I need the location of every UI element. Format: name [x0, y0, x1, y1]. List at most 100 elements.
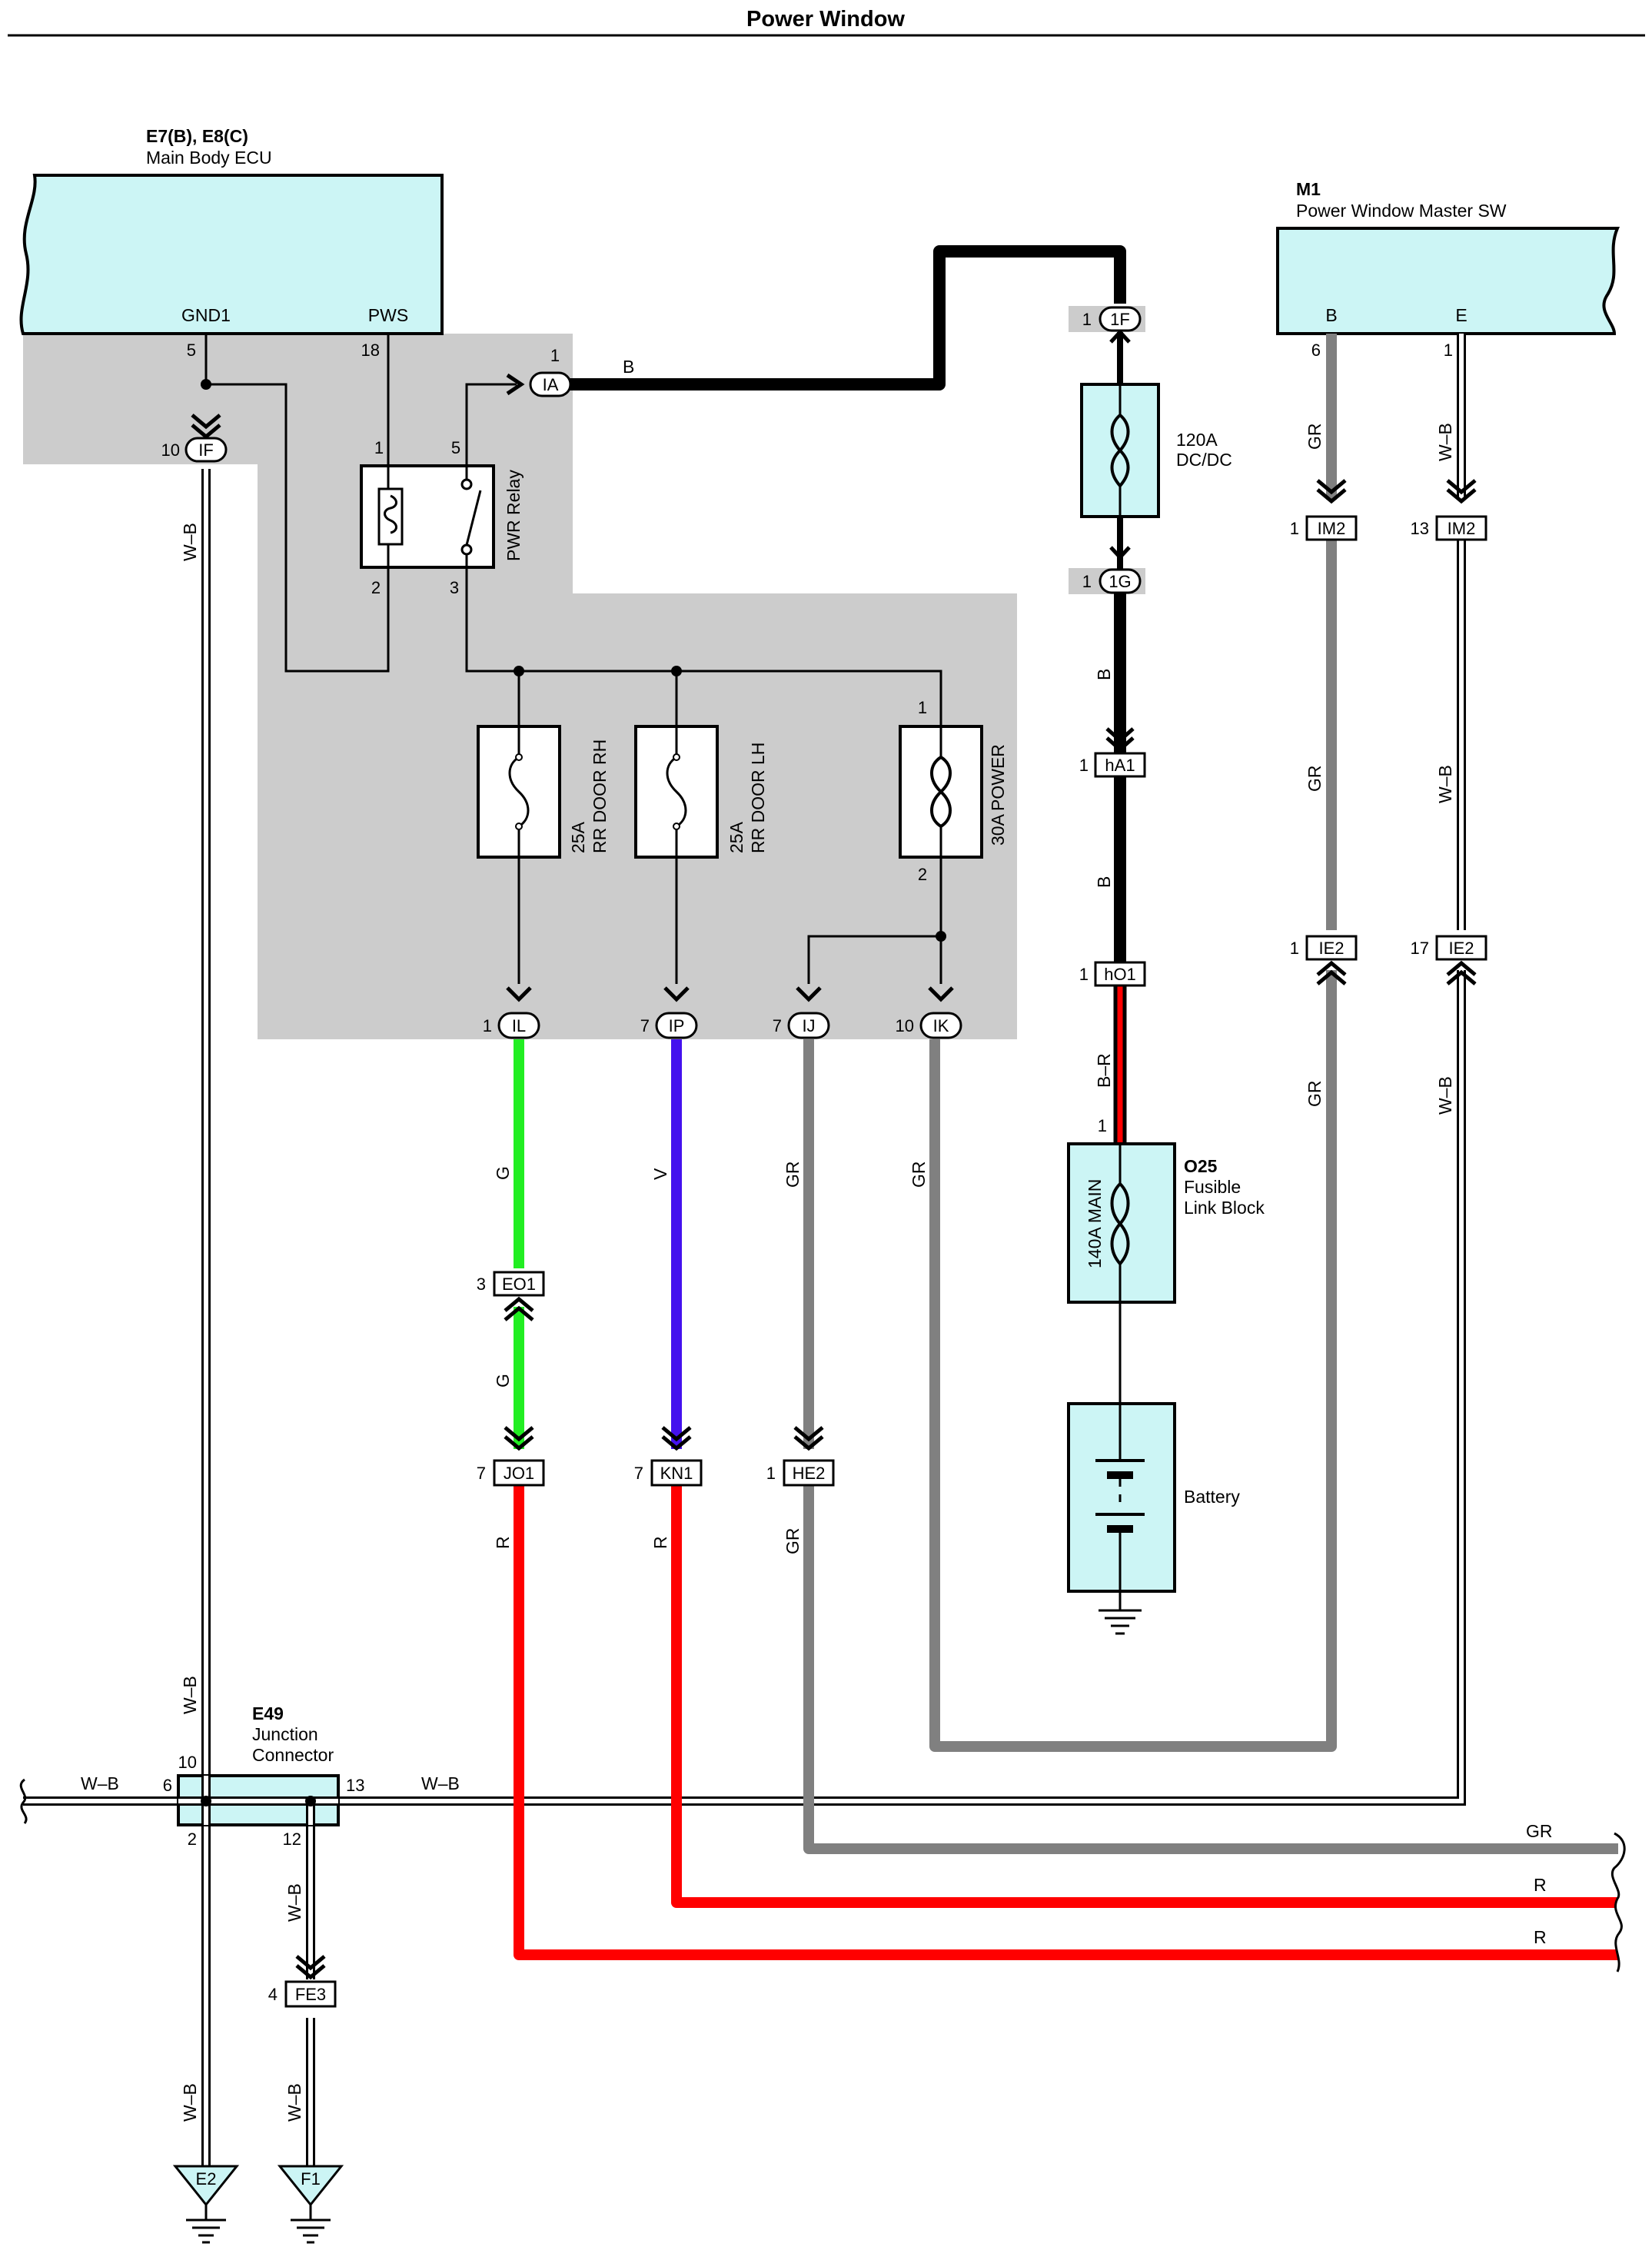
fuse-power-name: POWER [988, 744, 1008, 811]
connector-ij-pin: 7 [773, 1016, 782, 1035]
ground-f1-label: F1 [301, 2169, 321, 2189]
wire-label-wb-fe3: W–B [284, 1883, 304, 1922]
connector-ia-label: IA [543, 375, 559, 394]
wire-gr-ie2-to-ik [929, 970, 1337, 1752]
ecu-pin-no-18: 18 [361, 341, 380, 360]
wire-label-gr-out: GR [1526, 1821, 1553, 1841]
wire-label-r-jo1: R [493, 1536, 513, 1549]
connector-kn1-label: KN1 [660, 1464, 693, 1483]
wire-label-wb-m2: W–B [1435, 765, 1455, 803]
wire-label-wb-gnd1-1: W–B [180, 523, 200, 561]
connector-eo1-pin: 3 [477, 1275, 486, 1294]
e49-id: E49 [252, 1703, 284, 1723]
connector-ha1-label: hA1 [1105, 756, 1135, 775]
connector-jo1: JO1 7 [477, 1426, 545, 1487]
fuse-rr-door-lh: 25A RR DOOR LH [634, 725, 768, 859]
e49-pin-10: 10 [178, 1753, 197, 1772]
connector-il: IL 1 [483, 986, 540, 1039]
wire-label-gr-m1: GR [1305, 424, 1325, 450]
connector-ip: IP 7 [640, 986, 698, 1039]
fuse-30a-power: 1 2 30A POWER [899, 698, 1008, 884]
e49-pin-6: 6 [163, 1776, 172, 1795]
ecu-name: Main Body ECU [146, 148, 272, 168]
pwr-relay: 1 5 2 3 PWR Relay [360, 438, 524, 597]
fuse-rh-name: RR DOOR RH [590, 739, 610, 853]
connector-eo1: EO1 3 [477, 1271, 545, 1321]
ground-f1-icon [291, 2205, 331, 2244]
wire-gr-he2-out [803, 1485, 1618, 1854]
connector-ia-pin: 1 [550, 346, 560, 365]
wire-label-gr-m3: GR [1305, 1081, 1325, 1108]
master-sw-pin-e: E [1455, 305, 1467, 325]
connector-ie2a-pin: 1 [1290, 939, 1299, 958]
fuse-power-pin-1: 1 [918, 698, 927, 717]
relay-name: PWR Relay [504, 470, 524, 561]
wire-label-r-kn1: R [650, 1536, 670, 1549]
connector-ij-label: IJ [802, 1016, 815, 1035]
wire-label-b-2: B [1094, 876, 1114, 888]
ground-point-e2: E2 [172, 2165, 240, 2244]
connector-im2b-label: IM2 [1448, 519, 1476, 538]
connector-1f-label: 1F [1110, 310, 1130, 329]
ecu-pin-gnd1: GND1 [181, 305, 231, 325]
wire-label-wb-m1: W–B [1435, 423, 1455, 461]
power-window-master-sw: M1 Power Window Master SW B E 6 1 [1276, 179, 1620, 360]
connector-eo1-label: EO1 [502, 1275, 536, 1294]
junction-connector-e49: E49 Junction Connector 10 6 13 2 12 [163, 1703, 365, 1849]
connector-im2-wb: IM2 13 [1411, 479, 1487, 541]
wire-label-wb-right: W–B [421, 1773, 460, 1793]
wire-label-r-out1: R [1534, 1875, 1547, 1895]
wire-label-wb-gnd1-2: W–B [180, 1676, 200, 1714]
wire-label-gr-he2: GR [783, 1528, 803, 1555]
wire-label-br: B–R [1094, 1053, 1114, 1088]
fuse-120a-dcdc: 120A DC/DC [1080, 383, 1232, 518]
master-sw-pin-b: B [1325, 305, 1337, 325]
connector-ip-label: IP [669, 1016, 685, 1035]
connector-ie2a-label: IE2 [1318, 939, 1344, 958]
battery: Battery [1067, 1402, 1240, 1593]
fuse-power-rating: 30A [988, 813, 1008, 846]
battery-label: Battery [1184, 1487, 1240, 1507]
connector-jo1-label: JO1 [504, 1464, 534, 1483]
bus-dot-rh [514, 666, 524, 676]
connector-ie2b-label: IE2 [1448, 939, 1474, 958]
ground-e2-label: E2 [196, 2169, 217, 2189]
wire-label-b-ia: B [623, 357, 634, 377]
main-body-ecu: E7(B), E8(C) Main Body ECU GND1 PWS 5 18 [19, 126, 444, 360]
connector-if-pin: 10 [161, 440, 180, 460]
e49-name1: Junction [252, 1724, 318, 1744]
ecu-pin-no-5: 5 [187, 341, 196, 360]
relay-pin-3: 3 [450, 578, 459, 597]
connector-1g-pin: 1 [1082, 572, 1092, 591]
fusible-link-id: O25 [1184, 1156, 1218, 1176]
wire-br-ho1-to-fusible-link [1113, 985, 1127, 1144]
ecu-pin-pws: PWS [368, 305, 408, 325]
relay-pin-1: 1 [374, 438, 384, 457]
page-title: Power Window [746, 7, 905, 32]
battery-ground-icon [1099, 1591, 1142, 1635]
wire-label-g-1: G [493, 1166, 513, 1180]
connector-im2b-pin: 13 [1411, 519, 1429, 538]
connector-im2-gr: IM2 1 [1290, 479, 1358, 541]
connector-ho1-pin: 1 [1079, 965, 1089, 984]
connector-1f-pin: 1 [1082, 310, 1092, 329]
connector-ik-label: IK [933, 1016, 949, 1035]
fusible-link-name1: Fusible [1184, 1177, 1241, 1197]
fusible-link-fuse: 140A MAIN [1085, 1179, 1105, 1268]
wire-label-wb-left: W–B [81, 1773, 119, 1793]
connector-ik-pin: 10 [896, 1016, 914, 1035]
wire-b-ia-to-1f [565, 245, 1126, 391]
e49-pin-2: 2 [188, 1830, 197, 1849]
wire-label-gr-m2: GR [1305, 766, 1325, 793]
connector-1f: 1F 1 [1082, 306, 1142, 344]
gnd1-junction-dot [201, 379, 211, 390]
fuse-rh-rating: 25A [568, 821, 588, 853]
connector-fe3-label: FE3 [295, 1985, 326, 2004]
connector-ie2b-pin: 17 [1411, 939, 1429, 958]
e49-pin-12: 12 [283, 1830, 301, 1849]
connector-kn1: KN1 7 [634, 1426, 703, 1487]
master-sw-id: M1 [1296, 179, 1321, 199]
wire-r-kn1-out [671, 1485, 1618, 1908]
connector-il-label: IL [512, 1016, 526, 1035]
wire-r-jo1-out [514, 1485, 1618, 1960]
